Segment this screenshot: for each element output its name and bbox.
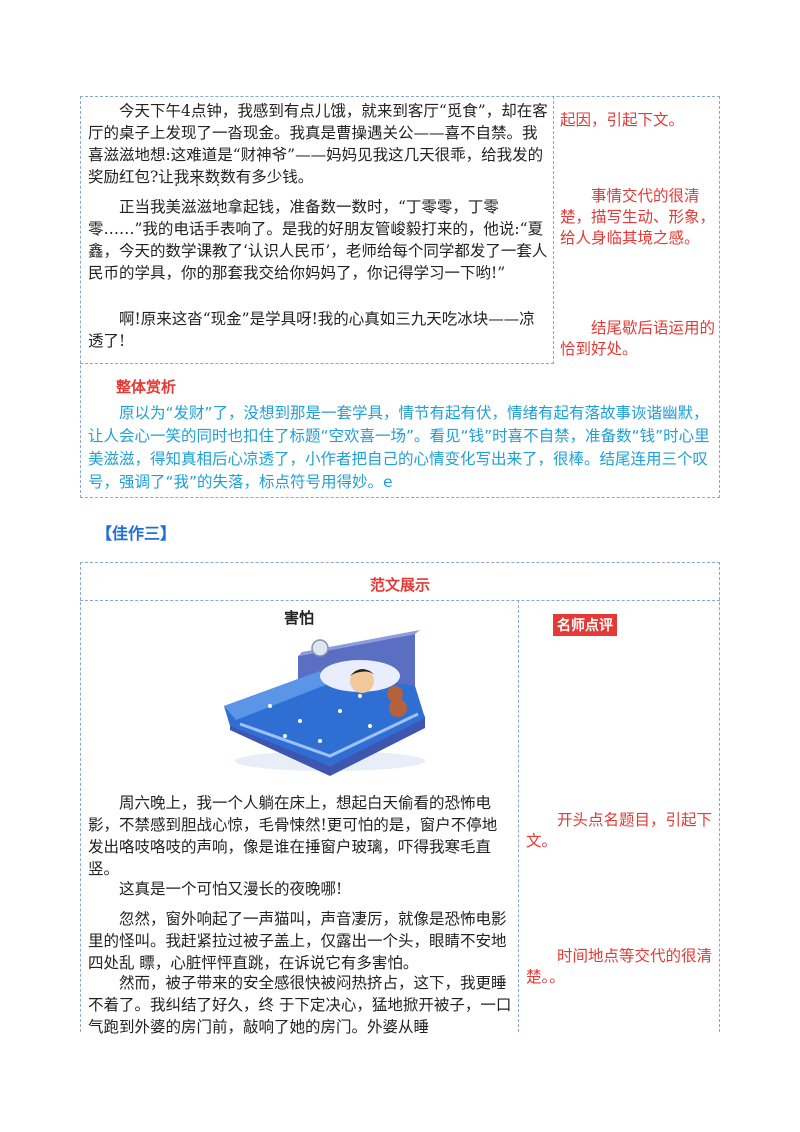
essay2-comment-2: 事情交代的很清楚，描写生动、形象，给人身临其境之感。 <box>560 187 716 247</box>
overall-analysis-text: 原以为“发财”了，没想到那是一套学具，情节有起有伏，情绪有起有落故事诙谐幽默，让… <box>88 404 710 491</box>
essay2-comment-1: 起因，引起下文。 <box>560 111 685 129</box>
essay3-paragraph-1: 周六晚上，我一个人躺在床上，想起白天偷看的恐怖电影，不禁感到胆战心惊，毛骨悚然!… <box>88 794 498 878</box>
essay2-paragraph-3: 啊!原来这沓“现金”是学具呀!我的心真如三九天吃冰块——凉透了! <box>88 310 535 350</box>
essay2-paragraph-2: 正当我美滋滋地拿起钱，准备数一数时，“丁零零，丁零零……”我的电话手表响了。是我… <box>88 198 548 282</box>
teacher-comment-badge: 名师点评 <box>553 614 617 636</box>
essay3-paragraph-4: 然而，被子带来的安全感很快被闷热挤占，这下，我更睡不着了。我纠结了好久，终 于下… <box>88 974 512 1036</box>
essay3-paragraph-2: 这真是一个可怕又漫长的夜晚哪! <box>119 880 343 898</box>
bed-side-rail <box>230 716 425 776</box>
teddy-bear-head <box>387 686 403 702</box>
essay3-header-divider <box>80 600 720 601</box>
teddy-bear-body <box>389 699 407 717</box>
essay3-comment-1: 开头点名题目，引起下文。 <box>526 811 713 850</box>
essay2-text-cell <box>80 96 554 364</box>
child-hair <box>350 669 376 676</box>
essay3-column-divider <box>518 600 519 1032</box>
essay3-frame <box>80 562 720 1032</box>
essay3-comment-2: 时间地点等交代的很清楚。。 <box>526 947 713 986</box>
child-face <box>350 669 374 693</box>
child-in-bed-illustration <box>224 630 425 776</box>
essay3-title: 害怕 <box>284 609 315 627</box>
overall-analysis-heading: 整体赏析 <box>116 378 177 396</box>
essay2-paragraph-1: 今天下午4点钟，我感到有点儿饿，就来到客厅“觅食”，却在客厅的桌子上发现了一沓现… <box>88 102 548 186</box>
blanket-fold <box>224 671 328 720</box>
alarm-clock <box>311 639 329 657</box>
section-title-best-essay-3: 【佳作三】 <box>96 524 177 543</box>
essay2-ellipsis-dots: · · · <box>174 178 227 194</box>
essay2-frame <box>80 96 720 498</box>
essay3-header-title: 范文展示 <box>369 576 430 594</box>
essay3-paragraph-3: 忽然，窗外响起了一声猫叫，声音凄厉，就像是恐怖电影里的怪叫。我赶紧拉过被子盖上，… <box>88 910 507 972</box>
blanket-stripe <box>239 712 419 758</box>
essay2-comment-3: 结尾歇后语运用的恰到好处。 <box>560 319 716 358</box>
